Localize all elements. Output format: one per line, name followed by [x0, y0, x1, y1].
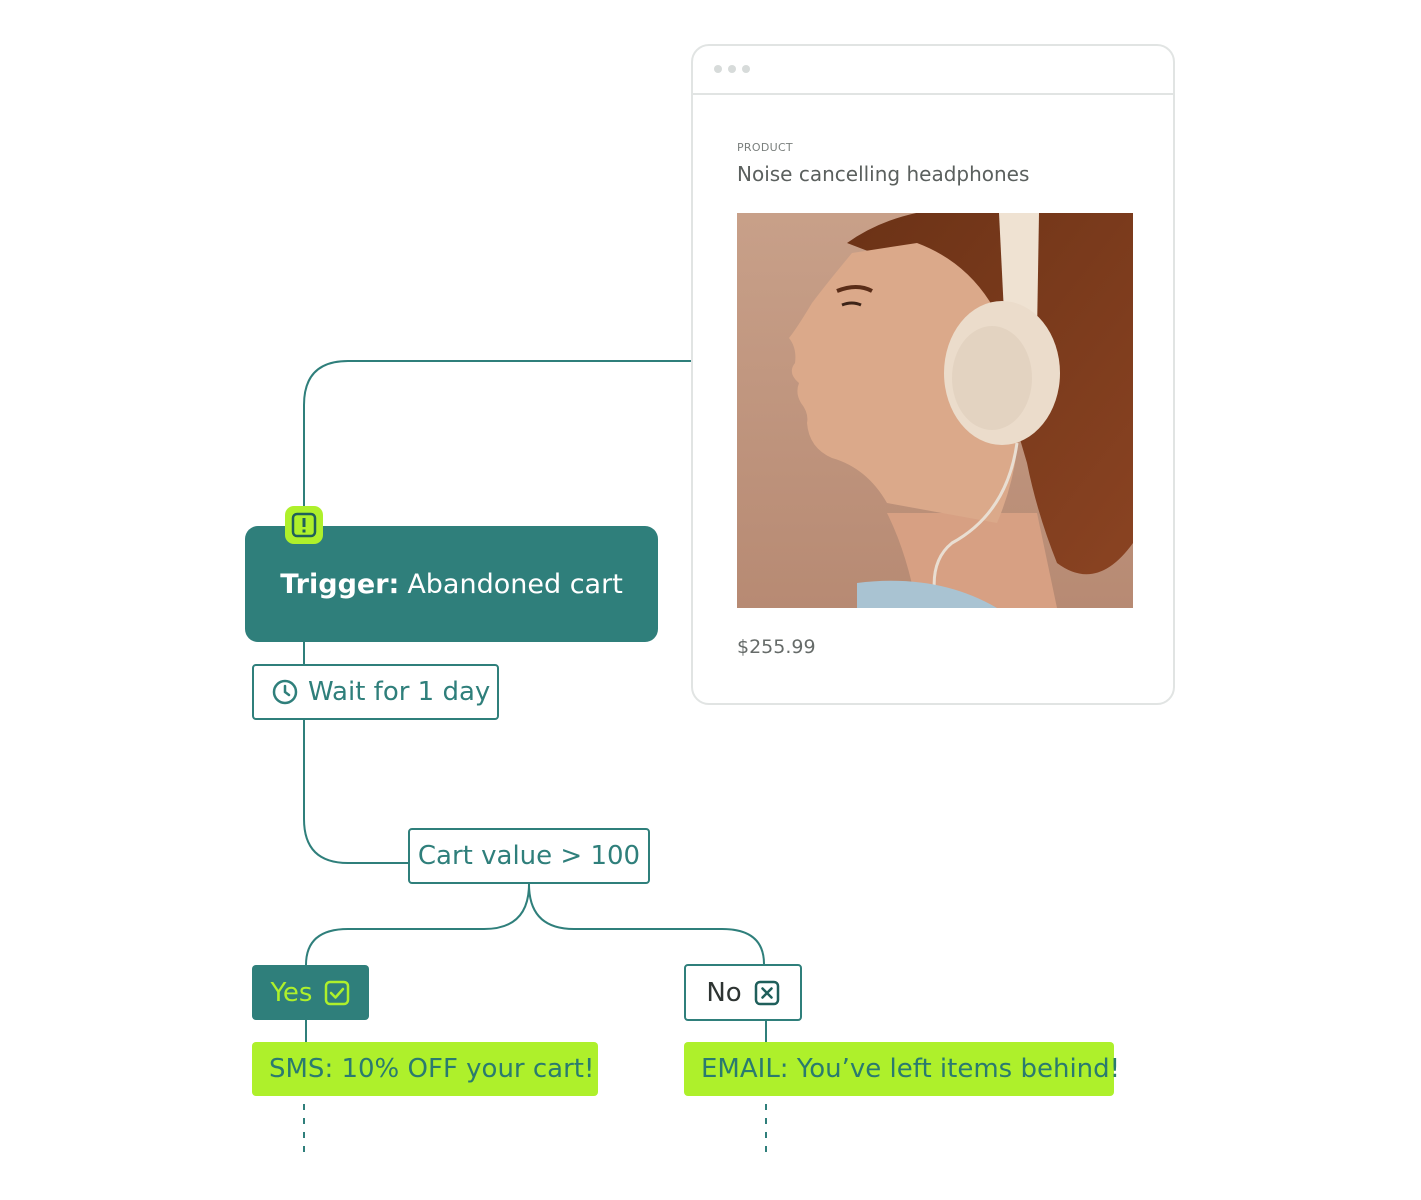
- connector-condition-to-no: [528, 883, 765, 965]
- window-dot-icon: [728, 65, 736, 73]
- check-square-icon: [325, 980, 350, 1005]
- yes-branch[interactable]: Yes: [252, 965, 369, 1020]
- alert-icon: [285, 506, 323, 544]
- product-image: [737, 213, 1133, 608]
- trigger-value: Abandoned cart: [407, 568, 623, 600]
- product-name: Noise cancelling headphones: [737, 162, 1030, 186]
- no-label: No: [706, 977, 742, 1008]
- window-dot-icon: [714, 65, 722, 73]
- product-price: $255.99: [737, 636, 816, 658]
- woman-with-headphones-photo: [737, 213, 1133, 608]
- trigger-node[interactable]: Trigger: Abandoned cart: [245, 526, 658, 642]
- wait-node[interactable]: Wait for 1 day: [252, 664, 499, 720]
- connector-card-to-trigger: [303, 360, 691, 512]
- product-label: PRODUCT: [737, 141, 793, 154]
- wait-label: Wait for 1 day: [308, 677, 491, 707]
- sms-action[interactable]: SMS: 10% OFF your cart!: [252, 1042, 598, 1096]
- no-branch[interactable]: No: [684, 964, 802, 1021]
- condition-node[interactable]: Cart value > 100: [408, 828, 650, 884]
- condition-label: Cart value > 100: [417, 841, 641, 871]
- trigger-label: Trigger:: [280, 568, 400, 600]
- browser-title-bar: [693, 46, 1173, 95]
- x-square-icon: [754, 980, 779, 1005]
- clock-icon: [272, 679, 298, 705]
- connector-wait-to-condition: [303, 720, 408, 864]
- connector-condition-to-yes: [305, 883, 530, 966]
- yes-label: Yes: [270, 977, 313, 1008]
- product-preview-window: PRODUCT Noise cancelling headphones: [691, 44, 1175, 705]
- email-action[interactable]: EMAIL: You’ve left items behind!: [684, 1042, 1120, 1096]
- window-dot-icon: [742, 65, 750, 73]
